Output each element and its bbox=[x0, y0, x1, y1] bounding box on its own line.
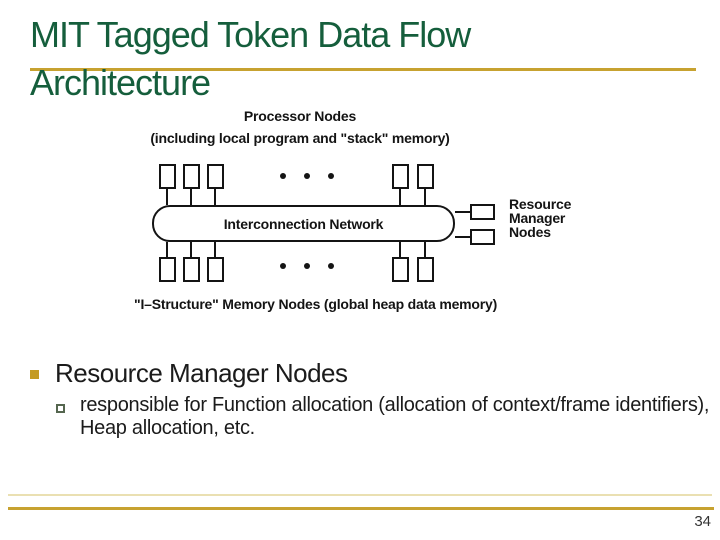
memory-node-square bbox=[207, 257, 224, 282]
page-title-line2: Architecture bbox=[30, 62, 211, 103]
node-connector-stem bbox=[190, 242, 192, 257]
node-connector-stem bbox=[214, 188, 216, 205]
node-connector-stem bbox=[166, 188, 168, 205]
memory-node-square bbox=[392, 257, 409, 282]
ellipsis-dot-icon bbox=[328, 263, 334, 269]
resource-manager-label-line: Resource bbox=[509, 196, 572, 212]
processor-node-square bbox=[183, 164, 200, 189]
footer-thick-rule bbox=[8, 507, 714, 510]
title-underline-rule bbox=[30, 68, 696, 71]
memory-node-square bbox=[417, 257, 434, 282]
page-number: 34 bbox=[694, 513, 711, 530]
bullet-square-icon bbox=[30, 370, 39, 379]
processor-nodes-label: Processor Nodes bbox=[243, 108, 357, 124]
memory-node-square bbox=[159, 257, 176, 282]
node-connector-stem bbox=[166, 242, 168, 257]
page-title-line1: MIT Tagged Token Data Flow bbox=[30, 14, 471, 55]
processor-nodes-sublabel: (including local program and "stack" mem… bbox=[150, 130, 450, 146]
node-connector-stem bbox=[399, 188, 401, 205]
processor-node-square bbox=[392, 164, 409, 189]
memory-node-square bbox=[183, 257, 200, 282]
resource-manager-node-square bbox=[470, 204, 495, 220]
resource-manager-label-line: Manager bbox=[509, 210, 566, 226]
ellipsis-dot-icon bbox=[328, 173, 334, 179]
sub-bullet-hollow-square-icon bbox=[56, 404, 65, 413]
node-connector-stem bbox=[424, 242, 426, 257]
resource-manager-nodes-label: Resource Manager Nodes bbox=[509, 197, 571, 239]
node-connector-stem bbox=[190, 188, 192, 205]
ellipsis-dot-icon bbox=[280, 263, 286, 269]
ellipsis-dot-icon bbox=[304, 263, 310, 269]
node-connector-stem bbox=[214, 242, 216, 257]
node-connector-line bbox=[455, 236, 470, 238]
footer-thin-rule bbox=[8, 494, 712, 496]
sub-bullet-item-text: responsible for Function allocation (all… bbox=[80, 394, 710, 439]
interconnection-network-label: Interconnection Network bbox=[223, 215, 384, 232]
interconnection-network-box: Interconnection Network bbox=[152, 205, 455, 242]
bullet-item-text: Resource Manager Nodes bbox=[55, 358, 348, 388]
ellipsis-dot-icon bbox=[280, 173, 286, 179]
node-connector-stem bbox=[399, 242, 401, 257]
ellipsis-dot-icon bbox=[304, 173, 310, 179]
memory-nodes-caption: "I–Structure" Memory Nodes (global heap … bbox=[134, 296, 498, 312]
processor-node-square bbox=[207, 164, 224, 189]
resource-manager-node-square bbox=[470, 229, 495, 245]
processor-node-square bbox=[159, 164, 176, 189]
resource-manager-label-line: Nodes bbox=[509, 224, 551, 240]
node-connector-line bbox=[455, 211, 470, 213]
node-connector-stem bbox=[424, 188, 426, 205]
processor-node-square bbox=[417, 164, 434, 189]
